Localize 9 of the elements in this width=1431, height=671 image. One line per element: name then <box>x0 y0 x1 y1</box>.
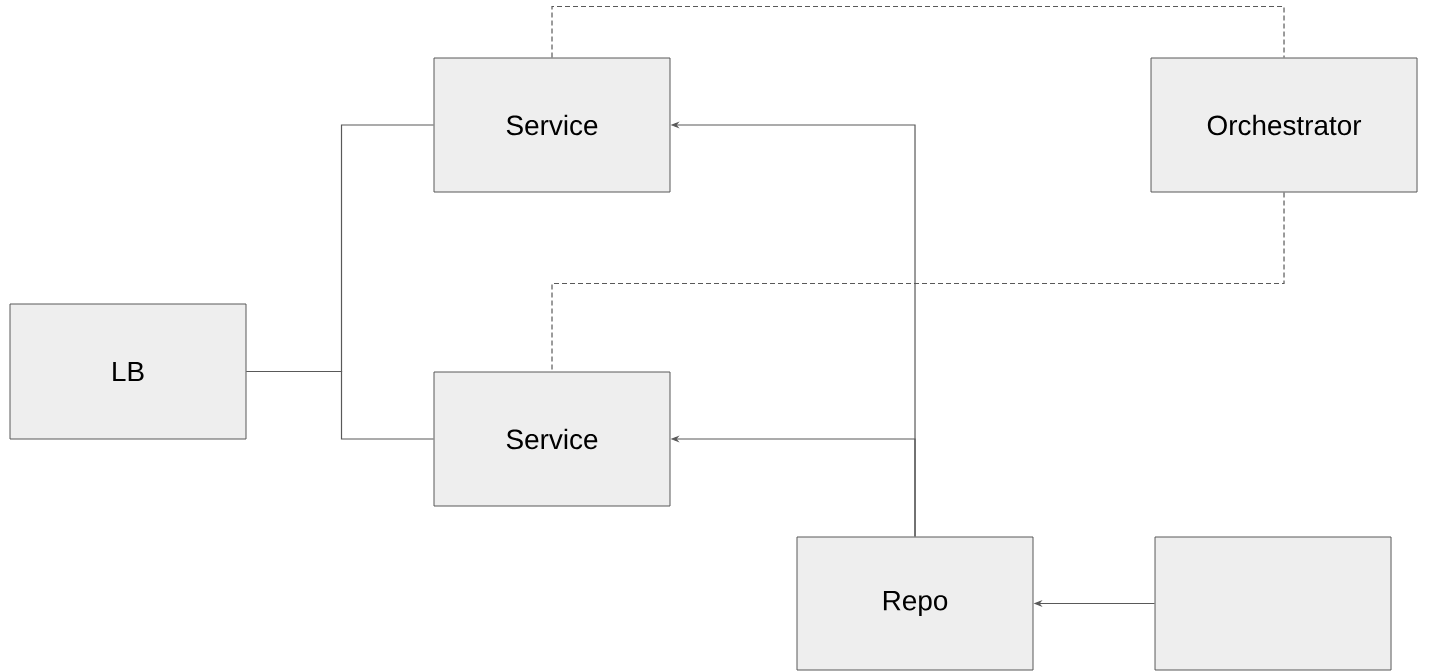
connector <box>551 5 1285 59</box>
empty-box <box>1154 536 1392 671</box>
connector <box>245 370 435 440</box>
box: Service <box>433 371 671 507</box>
box: Service <box>433 57 671 193</box>
box: LB <box>9 303 247 440</box>
connector <box>551 191 1285 373</box>
box: Orchestrator <box>1150 57 1418 193</box>
box: Repo <box>796 536 1034 671</box>
